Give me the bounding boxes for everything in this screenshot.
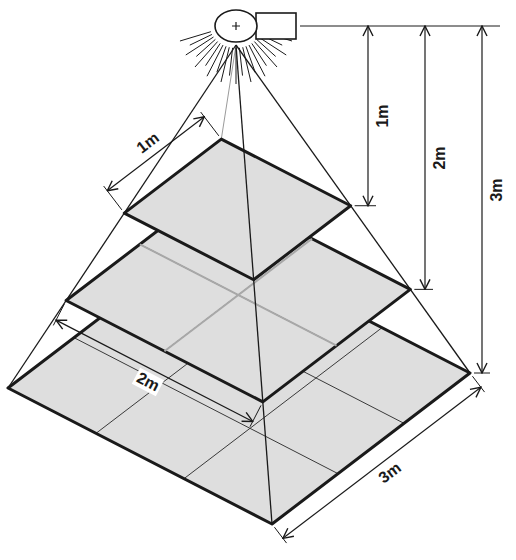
light-ray <box>229 48 232 76</box>
top-plane-1m <box>124 139 350 280</box>
dimension-line <box>367 26 368 206</box>
dimension-line <box>424 26 425 289</box>
plane-outline <box>124 139 350 280</box>
dimension-line <box>283 387 481 538</box>
dimension-line <box>56 320 253 421</box>
extension-line <box>300 26 500 27</box>
height-dimension: 2m <box>431 144 449 171</box>
width-dimension: 2m <box>132 368 164 396</box>
lamp-housing <box>256 13 296 39</box>
width-dimension: 3m <box>374 458 406 489</box>
light-ray <box>217 46 226 72</box>
pyramid-edge <box>236 45 272 524</box>
light-ray <box>239 48 242 76</box>
light-ray <box>243 47 251 82</box>
width-dimension: 1m <box>132 128 164 159</box>
height-dimension: 3m <box>488 176 506 203</box>
lamp-centre-mark <box>232 22 240 30</box>
pyramid-edge <box>236 45 470 373</box>
dimension-line <box>481 26 482 373</box>
light-ray <box>186 37 214 55</box>
hidden-line <box>140 244 337 345</box>
lamp <box>215 10 296 42</box>
lamp-bulb <box>215 10 257 42</box>
extension-line <box>355 205 376 206</box>
extension-line <box>104 186 122 210</box>
light-ray <box>190 34 212 45</box>
plane-fill <box>124 139 350 280</box>
hidden-grid <box>140 239 337 351</box>
pyramid-edge <box>8 45 236 388</box>
extension-line <box>274 527 286 543</box>
extension-line <box>250 405 261 426</box>
height-dimension: 1m <box>374 102 392 129</box>
light-ray <box>221 47 229 82</box>
dimensions <box>53 26 500 543</box>
light-ray <box>180 32 211 41</box>
dimension-line <box>107 117 204 191</box>
extension-line <box>201 112 219 136</box>
extension-line <box>414 289 433 290</box>
extension-line <box>53 304 64 325</box>
light-ray <box>236 48 237 84</box>
